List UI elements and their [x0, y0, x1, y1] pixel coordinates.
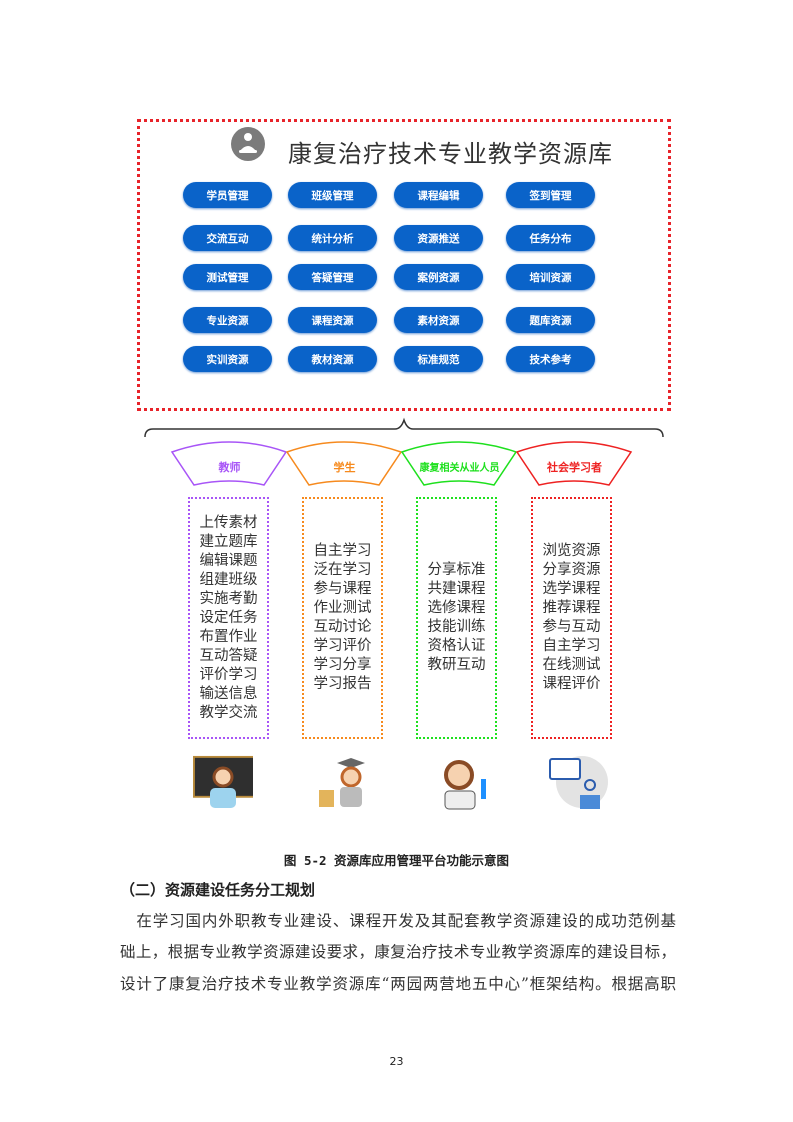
role-function-box: 自主学习泛在学习参与课程作业测试互动讨论学习评价学习分享学习报告 [302, 497, 383, 739]
role-function-item: 参与课程 [313, 581, 372, 597]
figure-caption: 图 5-2 资源库应用管理平台功能示意图 [283, 853, 510, 868]
brace-and-role-tabs [144, 417, 664, 486]
role-tab-shape [515, 441, 633, 486]
role-function-item: 实施考勤 [199, 590, 258, 607]
role-function-item: 布置作业 [199, 628, 258, 645]
role-function-item: 泛在学习 [313, 562, 372, 578]
role-function-item: 编辑课题 [199, 552, 258, 569]
role-function-item: 分享资源 [542, 562, 601, 578]
function-button[interactable]: 标准规范 [394, 346, 483, 372]
practitioner-illustration [435, 755, 495, 810]
curly-brace [144, 417, 664, 438]
function-button[interactable]: 签到管理 [506, 182, 595, 208]
role-function-item: 参与互动 [542, 619, 601, 635]
function-button[interactable]: 学员管理 [183, 182, 272, 208]
paragraph-line: 在学习国内外职教专业建设、课程开发及其配套教学资源建设的成功范例基 [120, 912, 676, 930]
role-function-item: 选修课程 [427, 600, 486, 616]
function-button[interactable]: 实训资源 [183, 346, 272, 372]
section-heading: （二）资源建设任务分工规划 [120, 881, 316, 899]
role-function-item: 教研互动 [427, 657, 486, 673]
resource-library-frame [137, 119, 671, 411]
role-function-item: 自主学习 [542, 638, 601, 654]
role-function-item: 自主学习 [313, 543, 372, 559]
function-button[interactable]: 测试管理 [183, 264, 272, 290]
function-button[interactable]: 技术参考 [506, 346, 595, 372]
role-tab-label: 康复相关从业人员 [419, 463, 500, 474]
paragraph-line: 设计了康复治疗技术专业教学资源库“两园两营地五中心”框架结构。根据高职 [120, 975, 676, 993]
function-button[interactable]: 统计分析 [288, 225, 377, 251]
role-function-item: 建立题库 [199, 533, 258, 550]
role-function-item: 作业测试 [313, 600, 372, 616]
function-button[interactable]: 课程资源 [288, 307, 377, 333]
diagram-title: 康复治疗技术专业教学资源库 [288, 140, 613, 168]
role-function-item: 上传素材 [199, 514, 258, 531]
role-function-item: 在线测试 [542, 657, 601, 673]
role-function-item: 学习分享 [313, 657, 372, 673]
role-tab-label: 学生 [333, 461, 356, 474]
function-button[interactable]: 答疑管理 [288, 264, 377, 290]
function-button[interactable]: 班级管理 [288, 182, 377, 208]
function-button[interactable]: 资源推送 [394, 225, 483, 251]
teacher-illustration [193, 755, 256, 810]
role-function-item: 资格认证 [427, 638, 486, 654]
function-button[interactable]: 任务分布 [506, 225, 595, 251]
role-function-item: 学习评价 [313, 638, 372, 654]
function-button[interactable]: 题库资源 [506, 307, 595, 333]
role-function-item: 输送信息 [199, 685, 258, 702]
role-function-item: 学习报告 [313, 676, 372, 692]
function-button[interactable]: 课程编辑 [394, 182, 483, 208]
role-function-item: 组建班级 [199, 571, 258, 588]
paragraph-line: 础上，根据专业教学资源建设要求，康复治疗技术专业教学资源库的建设目标， [120, 943, 676, 961]
role-function-box: 上传素材建立题库编辑课题组建班级实施考勤设定任务布置作业互动答疑评价学习输送信息… [188, 497, 269, 739]
role-function-item: 推荐课程 [542, 600, 601, 616]
function-button[interactable]: 交流互动 [183, 225, 272, 251]
social-learner-illustration [548, 755, 608, 810]
role-tab-shape [285, 441, 403, 486]
meditation-person-icon [231, 127, 265, 161]
role-tab-label: 社会学习者 [547, 461, 602, 474]
role-tab-shape [170, 441, 288, 486]
function-button[interactable]: 专业资源 [183, 307, 272, 333]
function-button[interactable]: 素材资源 [394, 307, 483, 333]
role-function-item: 技能训练 [427, 619, 486, 635]
role-function-item: 设定任务 [199, 609, 258, 626]
page-number: 23 [389, 1055, 404, 1068]
role-function-item: 选学课程 [542, 581, 601, 597]
role-function-item: 互动答疑 [199, 647, 258, 664]
role-tab-label: 教师 [218, 461, 241, 474]
function-button[interactable]: 教材资源 [288, 346, 377, 372]
role-function-item: 课程评价 [542, 676, 601, 692]
role-function-item: 浏览资源 [542, 543, 601, 559]
role-function-item: 互动讨论 [313, 619, 372, 635]
function-button[interactable]: 培训资源 [506, 264, 595, 290]
role-function-item: 评价学习 [199, 666, 258, 683]
role-function-item: 共建课程 [427, 581, 486, 597]
student-illustration [317, 755, 377, 810]
function-button[interactable]: 案例资源 [394, 264, 483, 290]
role-function-item: 分享标准 [427, 562, 486, 578]
role-function-box: 浏览资源分享资源选学课程推荐课程参与互动自主学习在线测试课程评价 [531, 497, 612, 739]
role-function-box: 分享标准共建课程选修课程技能训练资格认证教研互动 [416, 497, 497, 739]
role-function-item: 教学交流 [199, 704, 258, 721]
role-tab-shape [400, 441, 518, 486]
